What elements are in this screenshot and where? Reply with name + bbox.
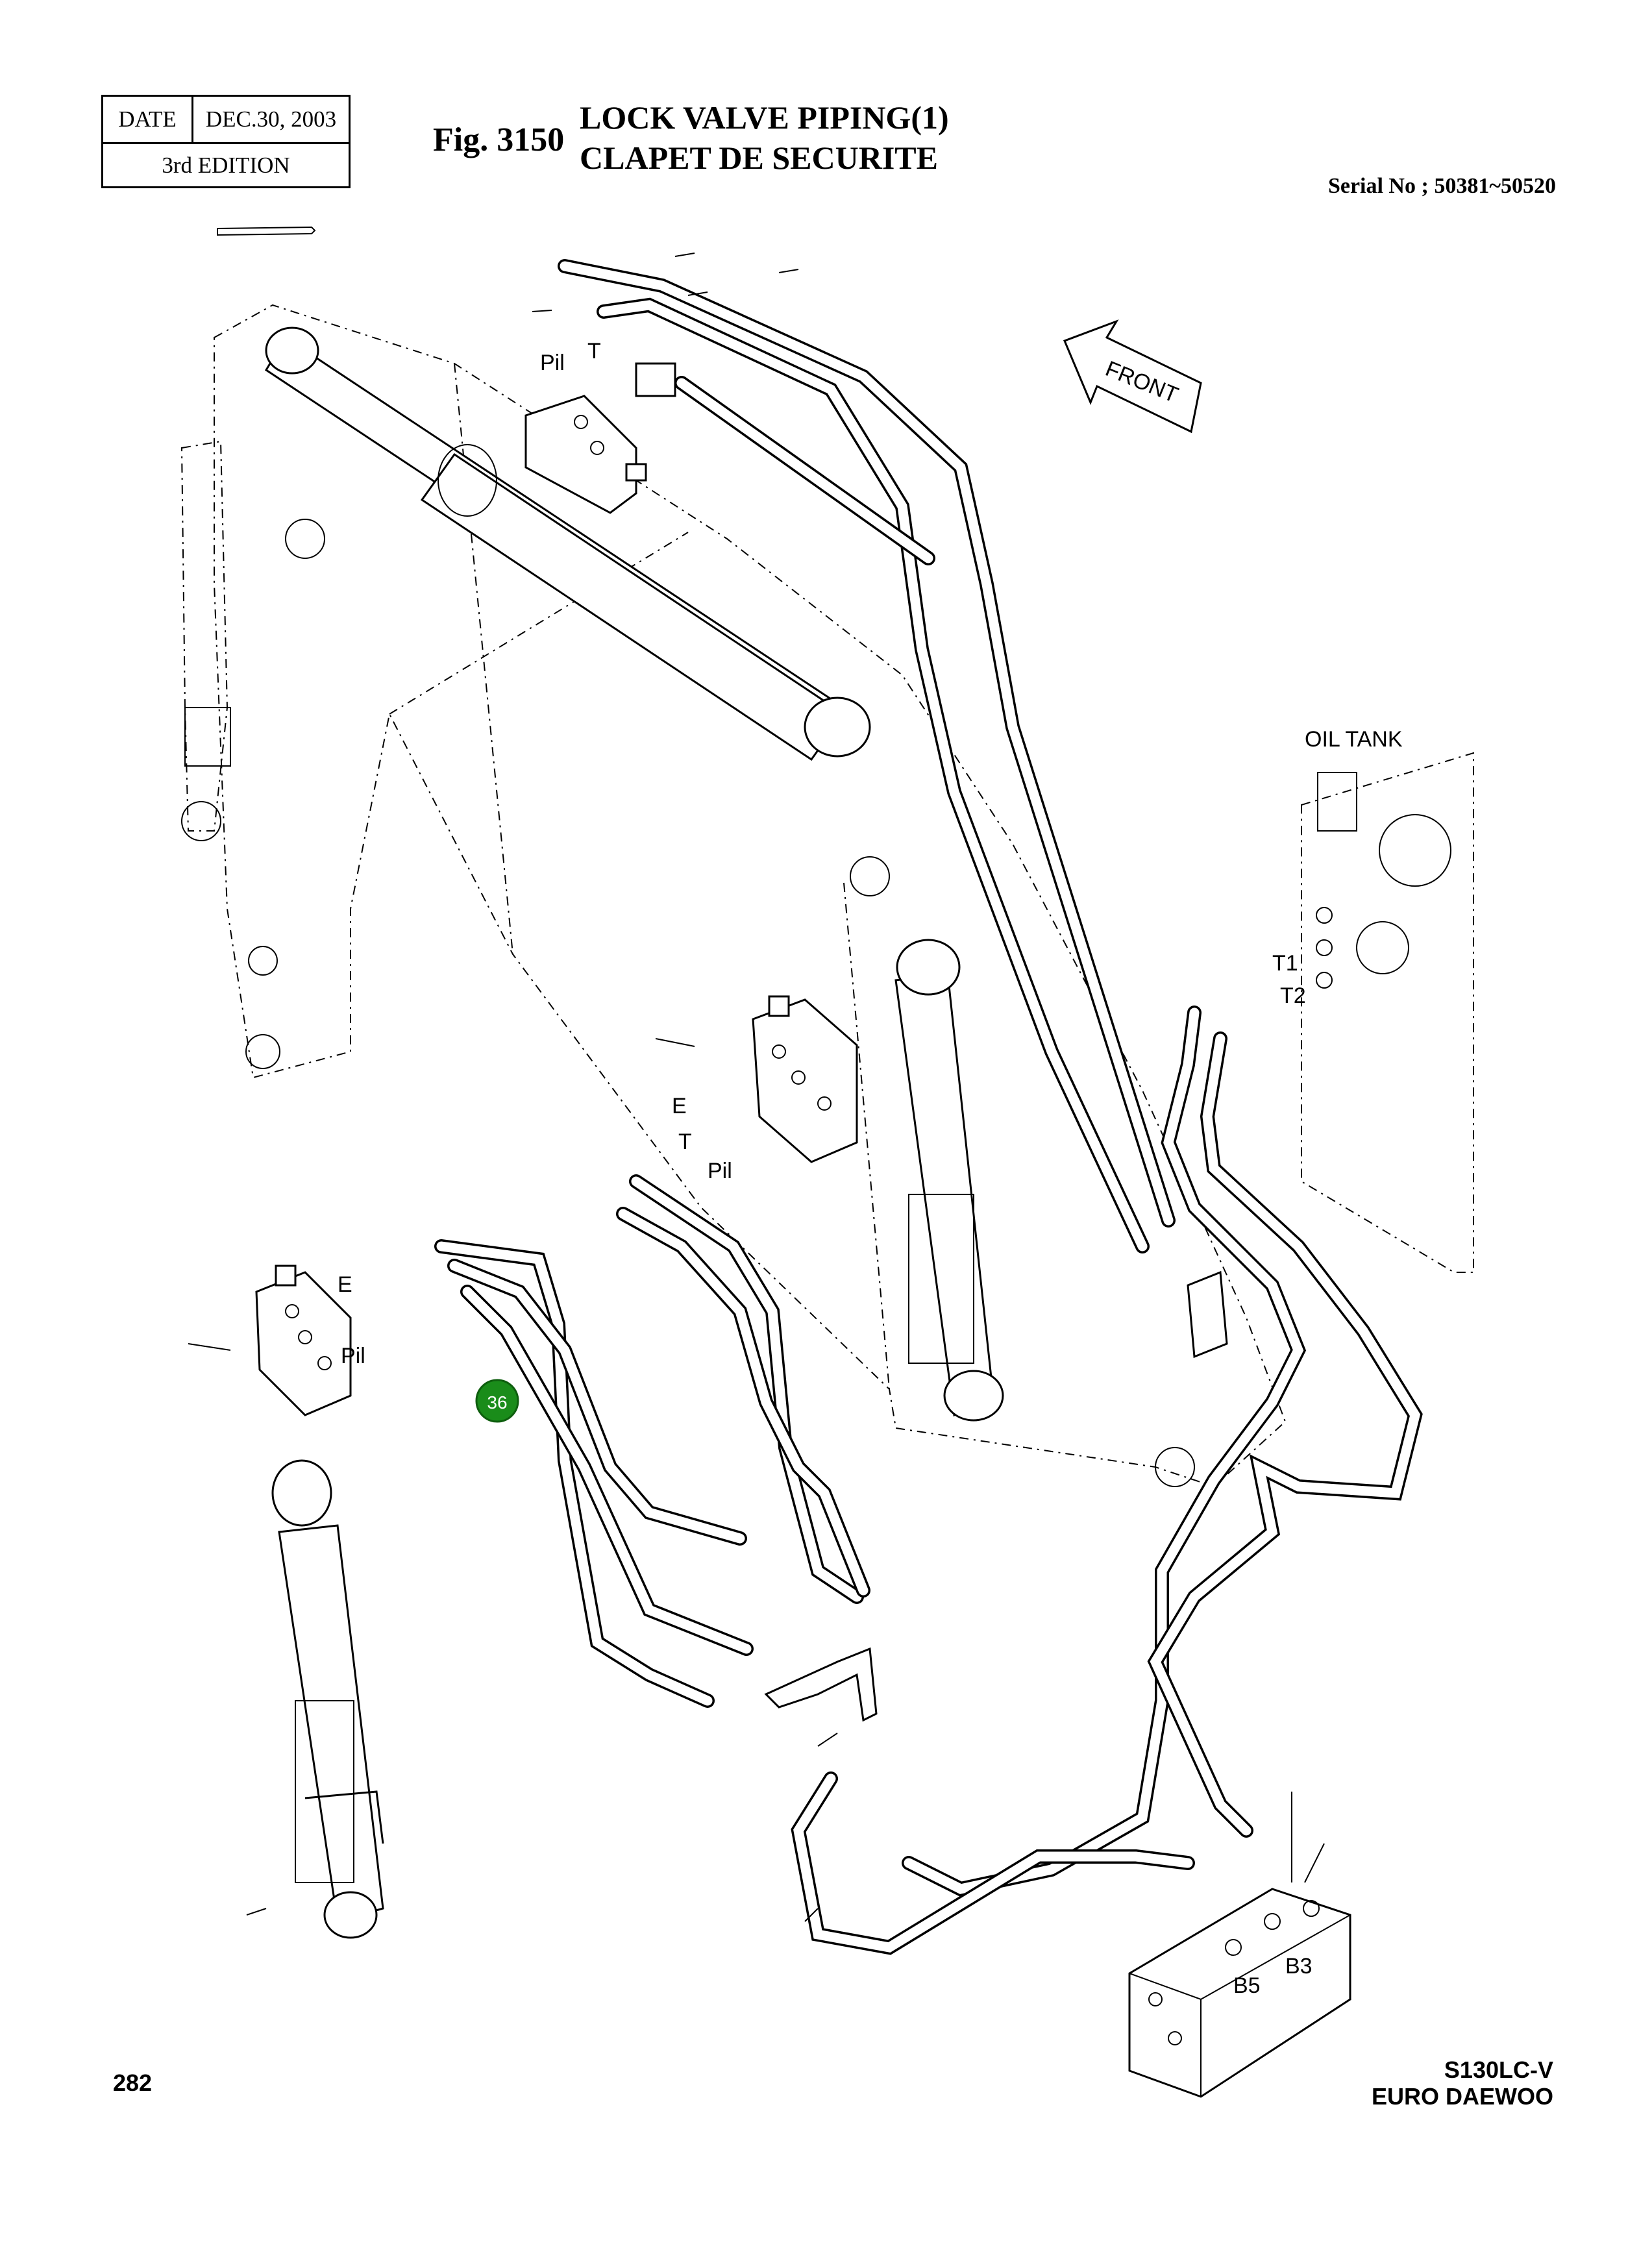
lower-hoses (434, 1006, 1423, 1955)
label-pil-middle: Pil (708, 1159, 732, 1183)
callout-number[interactable]: 36 (487, 1392, 507, 1413)
front-arrow-icon: FRONT (1063, 319, 1202, 434)
model-name: S130LC-V (1444, 2056, 1553, 2083)
figure-number: Fig. 3150 (433, 121, 565, 158)
oil-tank: OIL TANK (1301, 727, 1474, 1273)
date-value: DEC.30, 2003 (205, 106, 337, 132)
page-number: 282 (113, 2069, 153, 2096)
model-block: S130LC-V EURO DAEWOO (1372, 2056, 1553, 2110)
label-b5: B5 (1233, 1973, 1261, 1998)
lock-valve-middle (655, 995, 858, 1163)
label-b3: B3 (1285, 1954, 1313, 1979)
oil-tank-label: OIL TANK (1305, 727, 1403, 752)
brand-name: EURO DAEWOO (1371, 2083, 1553, 2110)
lock-valve-top (524, 362, 676, 514)
label-e-middle: E (672, 1094, 687, 1118)
label-t2: T2 (1280, 983, 1306, 1008)
callout-circle[interactable] (475, 1379, 519, 1423)
bucket-cylinder-right (894, 939, 1004, 1422)
label-t-top: T (587, 339, 601, 364)
label-pil-top: Pil (540, 351, 565, 375)
arm-cylinder-left (180, 440, 231, 841)
label-t1: T1 (1272, 951, 1298, 976)
boom-outline (214, 304, 1287, 1488)
callout-36[interactable]: 36 (475, 1379, 519, 1423)
date-edition-box: DATE DEC.30, 2003 3rd EDITION (101, 95, 351, 188)
label-e-left: E (338, 1272, 352, 1297)
leader-lines (246, 253, 1325, 1922)
hose-bracket (764, 1270, 1228, 1722)
pin-icon (217, 226, 316, 236)
edition-label: 3rd EDITION (162, 153, 290, 178)
lock-valve-left (188, 1265, 352, 1416)
label-pil-left: Pil (341, 1344, 365, 1368)
label-t-middle: T (678, 1129, 692, 1154)
title-english: LOCK VALVE PIPING(1) (580, 99, 949, 136)
top-hoses (558, 259, 1176, 1253)
boom-cylinder-left-lower (271, 1459, 384, 1939)
date-row: DATE DEC.30, 2003 (103, 97, 349, 144)
title-french: CLAPET DE SECURITE (580, 140, 939, 176)
serial-range: Serial No ; 50381~50520 (1327, 174, 1556, 198)
control-valve-block (1128, 1888, 1351, 2098)
boom-cylinder-top (264, 327, 871, 761)
date-label: DATE (103, 97, 193, 142)
